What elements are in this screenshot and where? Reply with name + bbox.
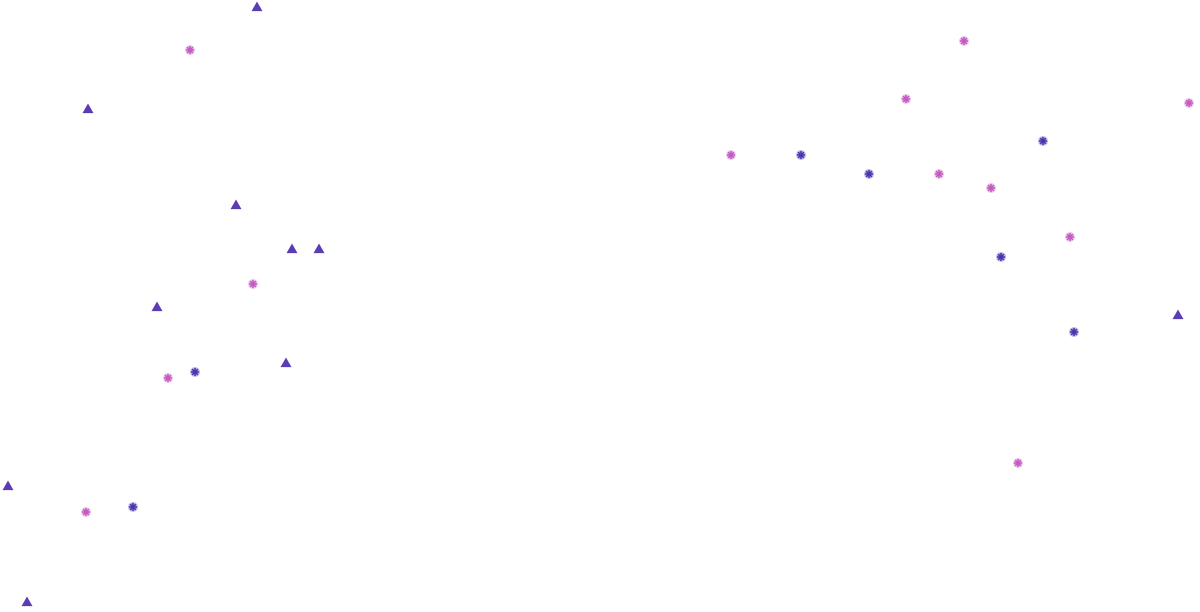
- triangle-point: [82, 103, 94, 114]
- triangle-point: [1172, 309, 1184, 320]
- asterisk-point: [81, 507, 91, 517]
- triangle-point: [286, 243, 298, 254]
- asterisk-point: [1065, 232, 1075, 242]
- asterisk-point: [726, 150, 736, 160]
- triangle-point: [230, 199, 242, 210]
- triangle-point: [313, 243, 325, 254]
- asterisk-point: [901, 94, 911, 104]
- asterisk-point: [190, 367, 200, 377]
- asterisk-point: [1038, 136, 1048, 146]
- triangle-point: [151, 301, 163, 312]
- asterisk-point: [864, 169, 874, 179]
- triangle-point: [21, 596, 33, 607]
- asterisk-point: [128, 502, 138, 512]
- triangle-point: [251, 1, 263, 12]
- asterisk-point: [934, 169, 944, 179]
- triangle-point: [2, 480, 14, 491]
- asterisk-point: [185, 45, 195, 55]
- asterisk-point: [1184, 98, 1194, 108]
- asterisk-point: [163, 373, 173, 383]
- triangle-point: [280, 357, 292, 368]
- asterisk-point: [248, 279, 258, 289]
- asterisk-point: [1013, 458, 1023, 468]
- asterisk-point: [1069, 327, 1079, 337]
- asterisk-point: [959, 36, 969, 46]
- asterisk-point: [796, 150, 806, 160]
- asterisk-point: [986, 183, 996, 193]
- asterisk-point: [996, 252, 1006, 262]
